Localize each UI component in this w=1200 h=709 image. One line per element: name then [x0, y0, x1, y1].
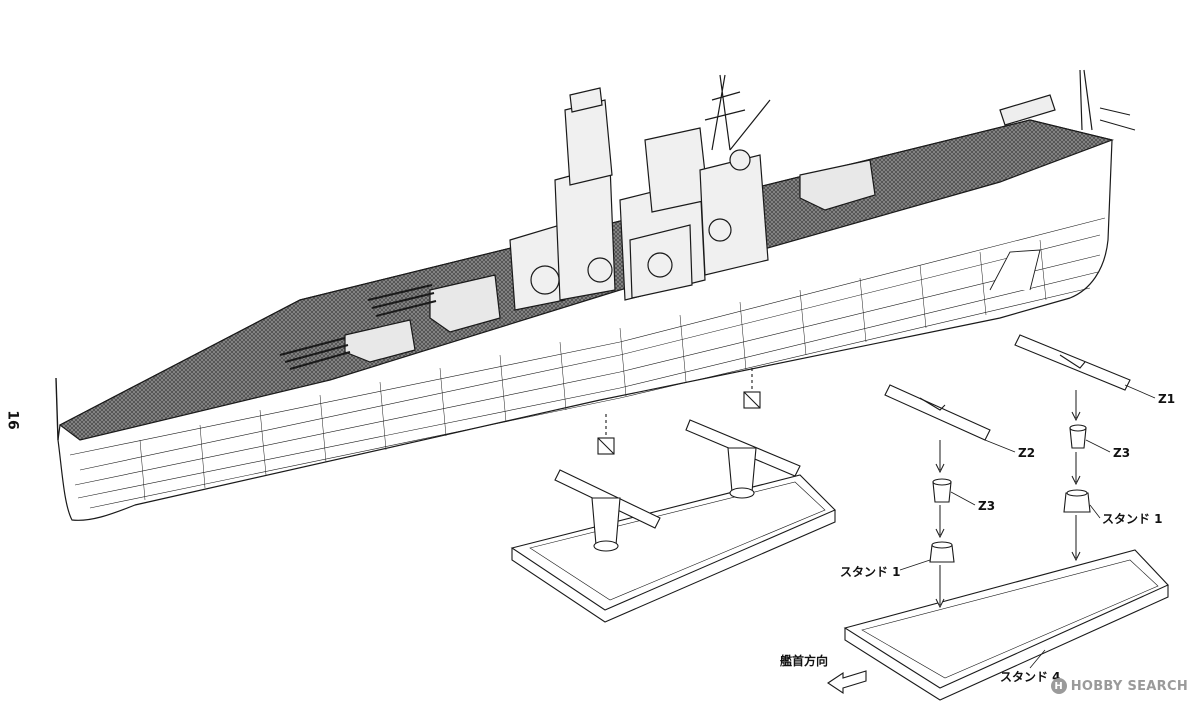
label-z3-right: Z3: [1113, 446, 1131, 460]
label-z1: Z1: [1158, 392, 1176, 406]
label-stand1-left: スタンド 1: [840, 565, 901, 579]
battleship-model: [55, 69, 1136, 521]
label-stand1-right: スタンド 1: [1102, 512, 1163, 526]
turret-1: [344, 319, 416, 363]
superstructure: [509, 87, 769, 311]
exploded-stand: [843, 334, 1169, 701]
hobby-search-logo-icon: H: [1050, 678, 1067, 694]
assembled-stand-left: [510, 368, 836, 623]
turret-3: [799, 159, 876, 211]
label-stand4: スタンド 4: [1000, 670, 1061, 684]
mainmast: [704, 74, 771, 151]
page-number: 16: [4, 410, 21, 430]
bow-direction-arrow: [827, 670, 867, 695]
label-bow-direction: 艦首方向: [780, 654, 829, 668]
part-z2: [884, 384, 991, 441]
label-z3-left: Z3: [978, 499, 996, 513]
watermark-text: HOBBY SEARCH: [1070, 678, 1188, 694]
label-z2: Z2: [1018, 446, 1036, 460]
watermark: H HOBBY SEARCH: [1050, 678, 1188, 694]
turret-2: [429, 274, 501, 333]
